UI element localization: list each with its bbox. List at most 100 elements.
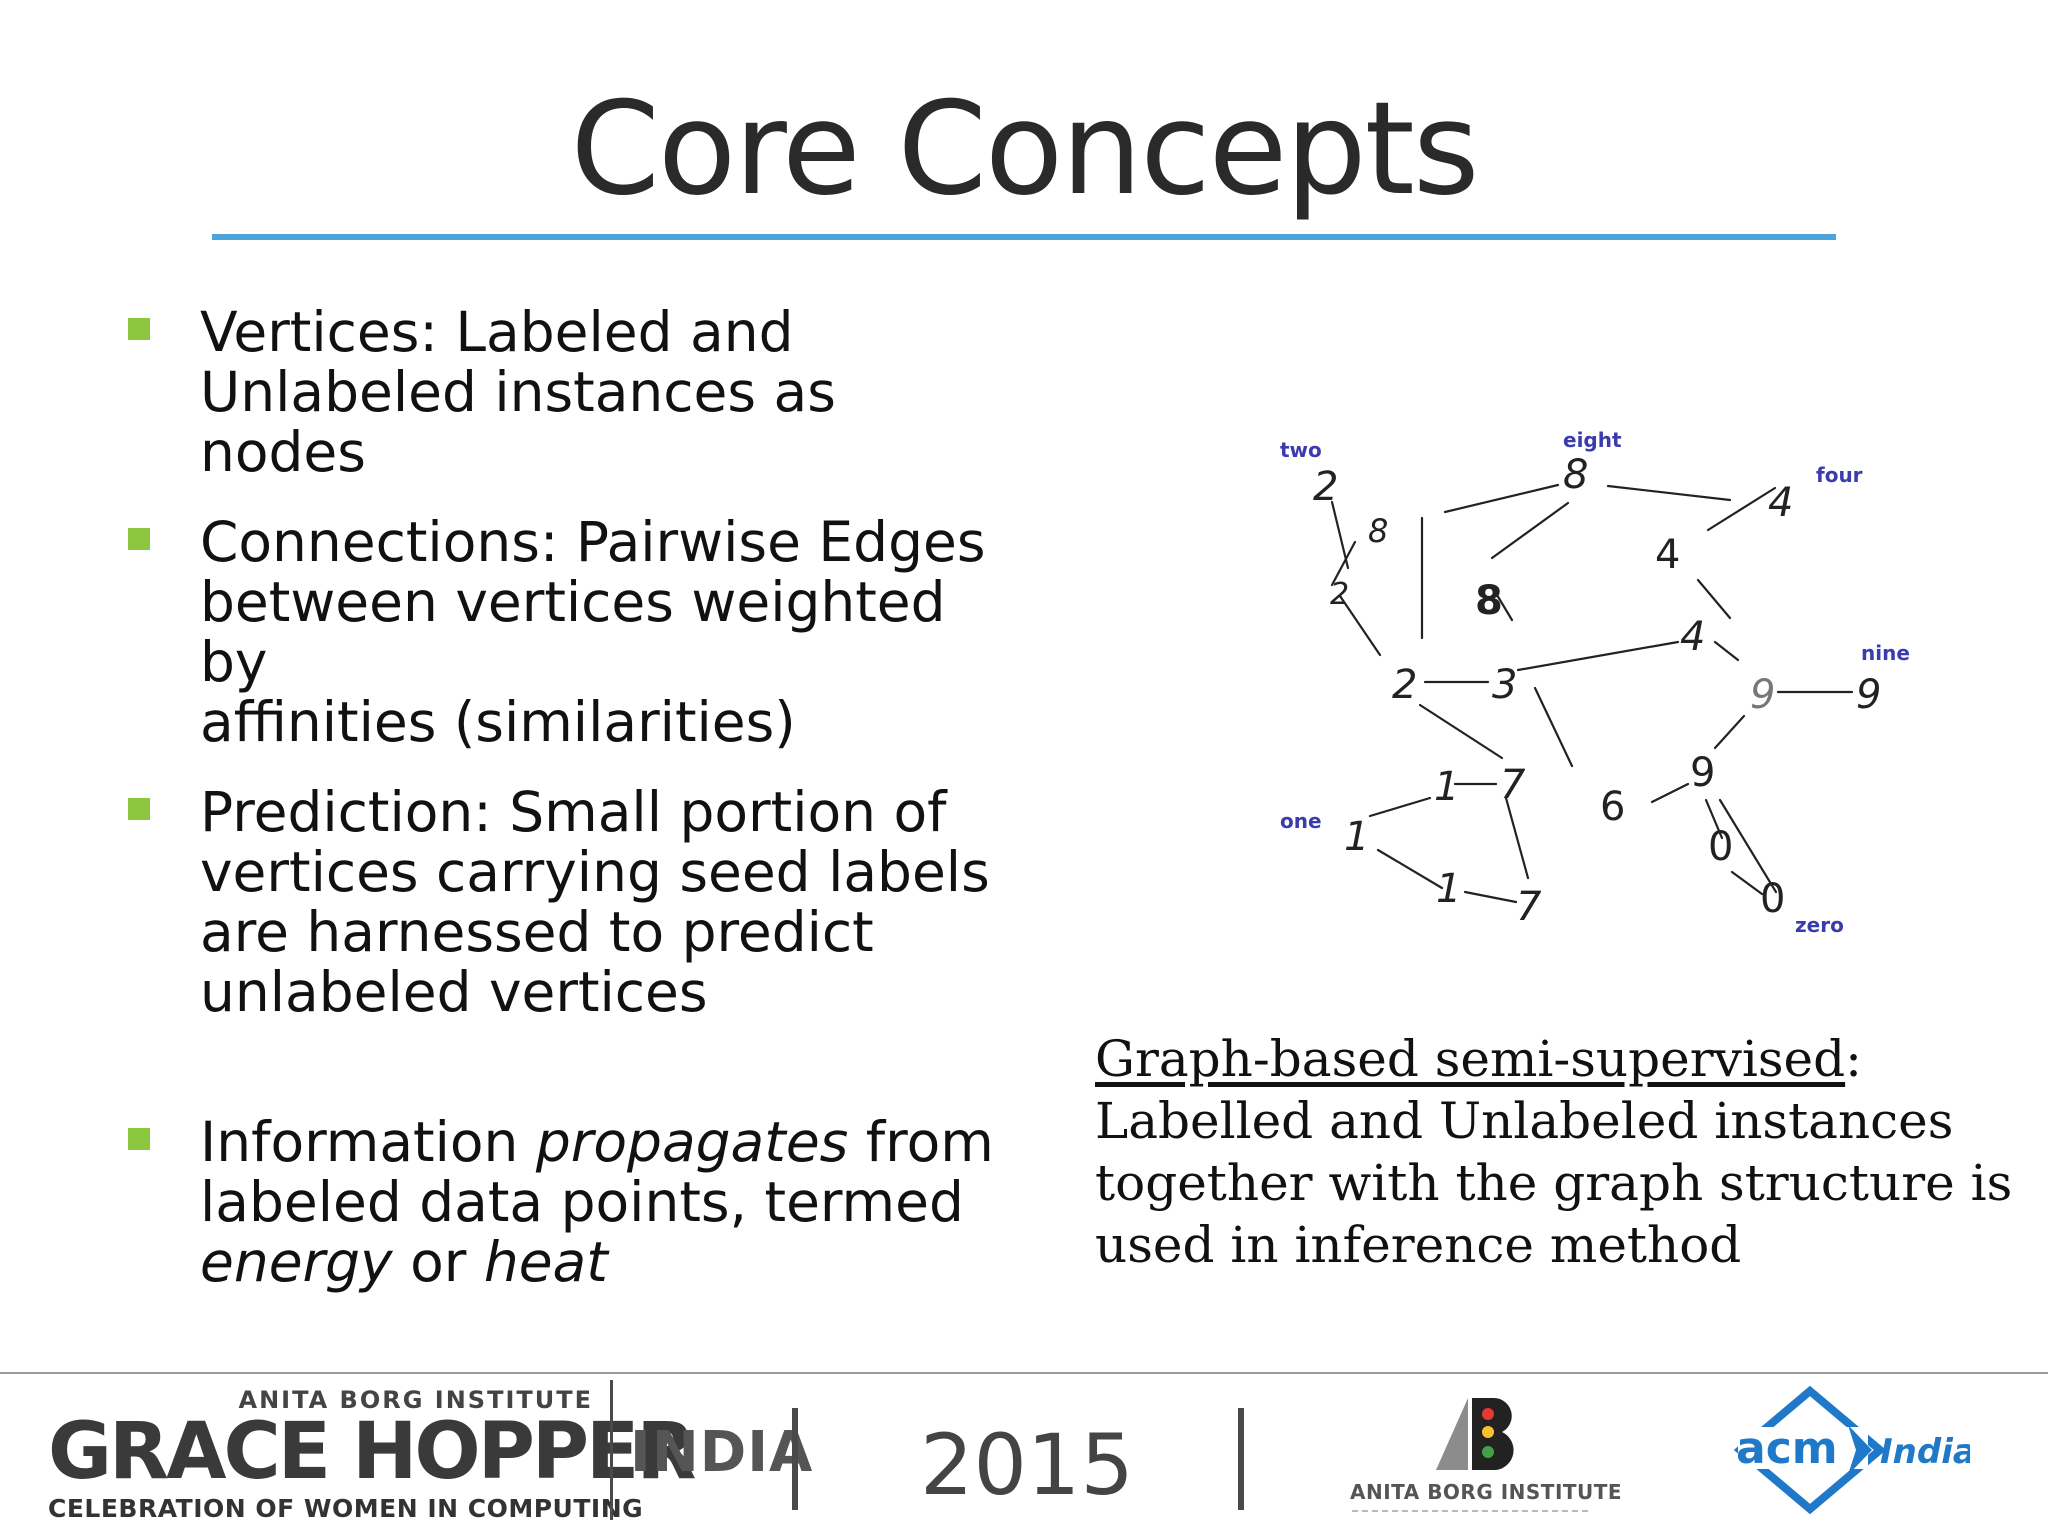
label-one: one [1280, 809, 1322, 833]
label-zero: zero [1795, 913, 1844, 937]
graph-edge [1368, 796, 1432, 818]
digit-node: 1 [1344, 814, 1369, 860]
digit-node: 1 [1434, 764, 1459, 810]
graph-edges [1330, 483, 1854, 904]
graph-edge [1492, 588, 1514, 622]
ghc-institute-text: ANITA BORG INSTITUTE [238, 1386, 593, 1414]
graph-edge [1533, 686, 1574, 768]
anita-borg-text: ANITA BORG INSTITUTE [1350, 1480, 1623, 1504]
bullet-italic-run: propagates [535, 1110, 849, 1174]
digit-node: 2 [1330, 577, 1349, 612]
bullet-text-run: Unlabeled instances as nodes [200, 360, 836, 484]
bullet-text-run: vertices carrying seed labels [200, 840, 990, 904]
acm-text: acm [1736, 1423, 1838, 1474]
bullet-italic-run: energy [200, 1230, 393, 1294]
label-two: two [1280, 438, 1322, 462]
label-eight: eight [1563, 428, 1622, 452]
grace-hopper-logo: ANITA BORG INSTITUTE GRACE HOPPER CELEBR… [48, 1386, 696, 1523]
bullet-text-run: Information [200, 1110, 536, 1174]
label-nine: nine [1861, 641, 1910, 665]
caption-colon: : [1845, 1030, 1862, 1088]
bullet-text-run: between vertices weighted by [200, 570, 946, 694]
label-four: four [1816, 463, 1863, 487]
bullet-square-icon [128, 318, 150, 340]
title-divider [212, 234, 1836, 240]
year-label: 2015 [920, 1416, 1134, 1514]
graph-edge [1696, 578, 1732, 620]
bullet-text-run: Prediction: Small portion of [200, 780, 947, 844]
digit-node: 2 [1313, 464, 1338, 510]
anita-borg-logo-icon [1436, 1398, 1514, 1470]
graph-edge [1463, 890, 1518, 904]
caption-heading: Graph-based semi-supervised [1095, 1030, 1846, 1088]
bullet-square-icon [128, 1128, 150, 1150]
digit-node: 0 [1760, 876, 1785, 922]
bullet-text-run: or [392, 1230, 484, 1294]
digit-node: 9 [1690, 750, 1715, 796]
slide-title: Core Concepts [570, 75, 1480, 224]
graph-edge [1418, 703, 1504, 760]
footer-divider [0, 1372, 2048, 1374]
digit-node: 9 [1750, 672, 1775, 718]
graph-edge [1650, 782, 1690, 804]
graph-edge [1516, 640, 1680, 672]
digit-node: 9 [1856, 672, 1881, 718]
digit-node: 4 [1655, 532, 1680, 578]
digit-node: 0 [1708, 824, 1733, 870]
bullet-text-run: from [848, 1110, 994, 1174]
class-labels: two eight four nine one zero [1280, 428, 1910, 937]
bullet-square-icon [128, 528, 150, 550]
graph-edge [1330, 540, 1357, 587]
footer-separator [792, 1408, 798, 1510]
digit-nodes: 2 8 8 4 4 2 8 4 2 3 9 9 1 7 6 9 1 0 1 7 … [1313, 452, 1881, 930]
figure-caption: Graph-based semi-supervised: Labelled an… [1095, 1028, 2015, 1276]
graph-edge [1713, 640, 1740, 662]
bullet-text-run: are harnessed to predict [200, 900, 874, 964]
footer-separator [1238, 1408, 1244, 1510]
graph-edge [1704, 798, 1724, 840]
graph-edge [1706, 486, 1777, 532]
digit-node: 8 [1368, 512, 1388, 550]
footer-separator [610, 1380, 613, 1520]
graph-edge [1338, 594, 1382, 657]
ghc-subtitle-text: CELEBRATION OF WOMEN IN COMPUTING [48, 1494, 644, 1523]
graph-edge [1330, 500, 1350, 570]
bullet-italic-run: heat [483, 1230, 608, 1294]
bullet-text-run: unlabeled vertices [200, 960, 708, 1024]
anita-borg-tagline-mark [1352, 1510, 1588, 1512]
bullet-square-icon [128, 798, 150, 820]
bullet-text-run: Vertices: Labeled and [200, 300, 794, 364]
caption-body: Labelled and Unlabeled instances togethe… [1095, 1092, 2013, 1274]
graph-edge [1376, 848, 1444, 890]
digit-node: 8 [1563, 452, 1588, 498]
digit-node: 6 [1600, 784, 1625, 830]
digit-graph-figure: two eight four nine one zero 2 8 8 4 4 2… [1280, 428, 1910, 937]
digit-node: 4 [1768, 480, 1793, 526]
digit-node: 8 [1475, 578, 1503, 624]
graph-edge [1713, 714, 1746, 750]
bullet-text-run: affinities (similarities) [200, 690, 796, 754]
digit-node: 3 [1492, 662, 1517, 708]
digit-node: 2 [1392, 662, 1417, 708]
graph-edge [1490, 501, 1570, 560]
acm-india-logo-icon: acm India [1733, 1385, 1970, 1515]
digit-node: 7 [1500, 762, 1526, 808]
ghc-title-text: GRACE HOPPER [48, 1407, 696, 1497]
india-label: INDIA [630, 1420, 814, 1485]
bullet-text-run: labeled data points, termed [200, 1170, 964, 1234]
digit-node: 4 [1680, 614, 1705, 660]
graph-edge [1443, 483, 1560, 514]
graph-edge [1606, 484, 1732, 502]
digit-node: 7 [1516, 884, 1542, 930]
graph-edge [1504, 796, 1530, 880]
graph-edge [1730, 870, 1764, 896]
acm-india-text: India [1880, 1432, 1970, 1472]
graph-edge [1718, 798, 1778, 894]
